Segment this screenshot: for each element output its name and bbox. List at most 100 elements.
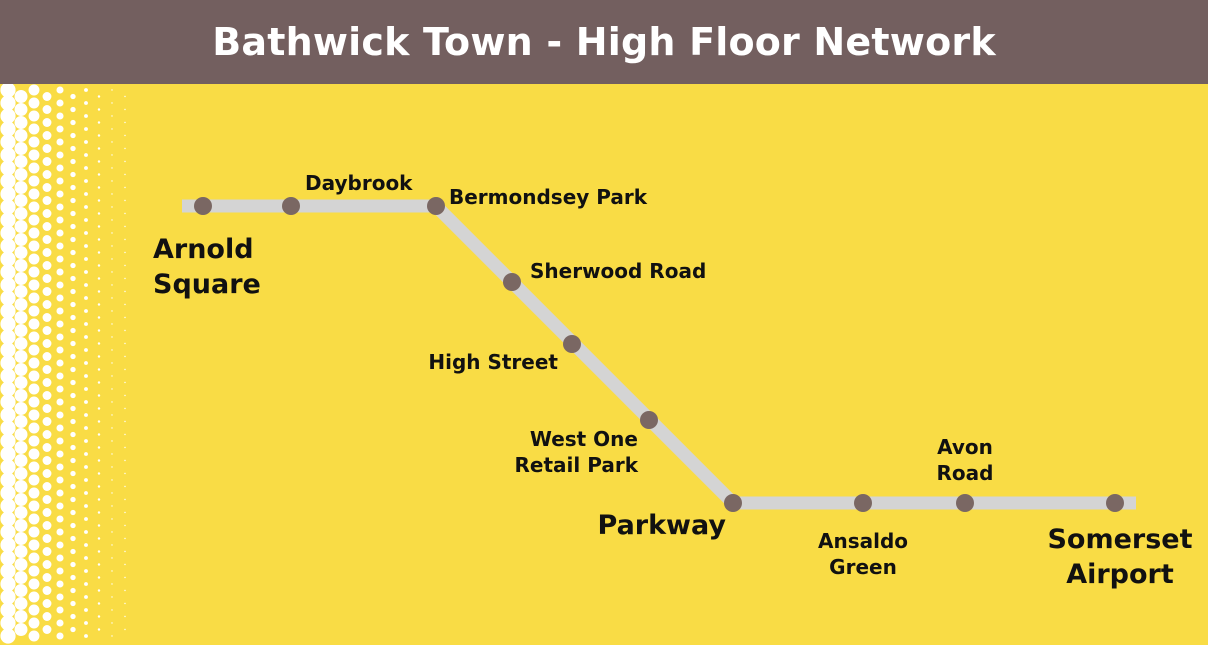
halftone-dot — [0, 199, 16, 215]
halftone-dot — [111, 388, 113, 390]
halftone-dot — [14, 506, 28, 519]
halftone-dot — [97, 147, 101, 150]
halftone-dot — [111, 531, 113, 533]
halftone-dot — [28, 175, 40, 187]
halftone-dot — [84, 439, 88, 443]
halftone-dot — [42, 326, 52, 335]
halftone-dot — [111, 440, 113, 442]
halftone-dot — [56, 385, 64, 393]
halftone-dot — [14, 259, 28, 272]
halftone-dot — [28, 448, 40, 460]
halftone-dot — [28, 422, 40, 434]
halftone-dot — [14, 623, 28, 636]
halftone-dot — [28, 383, 40, 395]
halftone-dot — [0, 576, 16, 592]
halftone-dot — [0, 563, 16, 579]
halftone-dot — [111, 167, 113, 169]
halftone-dot — [42, 469, 52, 478]
halftone-dot — [42, 300, 52, 309]
station-high-street: High Street — [428, 335, 581, 374]
halftone-dot — [0, 602, 16, 618]
halftone-dot — [97, 498, 101, 501]
halftone-dot — [84, 218, 88, 222]
halftone-dot — [70, 418, 76, 425]
halftone-dot — [56, 567, 64, 575]
halftone-dot — [111, 544, 113, 546]
halftone-dot — [124, 134, 126, 137]
halftone-dot — [56, 372, 64, 380]
halftone-dot — [97, 394, 101, 397]
halftone-dot — [84, 231, 88, 235]
halftone-dot — [14, 233, 28, 246]
halftone-dot — [111, 258, 113, 260]
halftone-dot — [42, 235, 52, 244]
halftone-dot — [97, 524, 101, 527]
halftone-dot — [124, 433, 126, 436]
halftone-dot — [124, 277, 126, 280]
halftone-dot — [84, 114, 88, 118]
halftone-dot — [0, 147, 16, 163]
halftone-dot — [84, 569, 88, 573]
halftone-dot — [0, 550, 16, 566]
halftone-dot — [56, 463, 64, 471]
station-label: Bermondsey Park — [449, 185, 648, 209]
halftone-dot — [111, 349, 113, 351]
halftone-dot — [56, 190, 64, 198]
halftone-dot — [0, 290, 16, 306]
halftone-dot — [70, 171, 76, 178]
halftone-dot — [0, 420, 16, 436]
halftone-dot — [111, 245, 113, 247]
halftone-dot — [111, 518, 113, 520]
halftone-dot — [56, 359, 64, 367]
halftone-dot — [70, 106, 76, 113]
halftone-dot — [70, 184, 76, 191]
halftone-dot — [28, 331, 40, 343]
halftone-dot — [124, 303, 126, 306]
halftone-dot — [97, 95, 101, 98]
station-label-line: High Street — [428, 350, 558, 374]
halftone-dot — [14, 389, 28, 402]
halftone-dot — [70, 496, 76, 503]
halftone-dot — [56, 112, 64, 120]
halftone-dot — [42, 313, 52, 322]
halftone-dot — [56, 86, 64, 94]
halftone-dot — [70, 327, 76, 334]
halftone-dot — [70, 223, 76, 230]
halftone-dot — [0, 121, 16, 137]
halftone-dot — [14, 584, 28, 597]
halftone-dot — [70, 262, 76, 269]
halftone-dot — [14, 207, 28, 220]
halftone-dot — [97, 108, 101, 111]
halftone-dot — [0, 316, 16, 332]
halftone-dot — [97, 264, 101, 267]
halftone-dot — [28, 461, 40, 473]
halftone-dot — [42, 183, 52, 192]
halftone-dot — [0, 368, 16, 384]
halftone-dot — [84, 530, 88, 534]
halftone-dot — [70, 392, 76, 399]
halftone-dot — [124, 563, 126, 566]
halftone-dot — [124, 173, 126, 176]
station-label-line: Bermondsey Park — [449, 185, 648, 209]
halftone-dot — [70, 158, 76, 165]
halftone-dot — [0, 394, 16, 410]
station-label: Parkway — [598, 510, 727, 541]
halftone-dot — [97, 160, 101, 163]
halftone-dot — [70, 275, 76, 282]
halftone-dot — [97, 511, 101, 514]
halftone-dot — [56, 281, 64, 289]
halftone-dot — [84, 504, 88, 508]
halftone-dot — [42, 404, 52, 413]
halftone-dot — [14, 480, 28, 493]
halftone-dot — [56, 515, 64, 523]
halftone-dot — [84, 153, 88, 157]
station-sherwood-road: Sherwood Road — [503, 259, 706, 291]
halftone-dot — [56, 333, 64, 341]
halftone-dot — [42, 339, 52, 348]
halftone-dot — [84, 296, 88, 300]
halftone-dot — [0, 342, 16, 358]
halftone-dot — [0, 446, 16, 462]
halftone-dot — [0, 628, 16, 644]
